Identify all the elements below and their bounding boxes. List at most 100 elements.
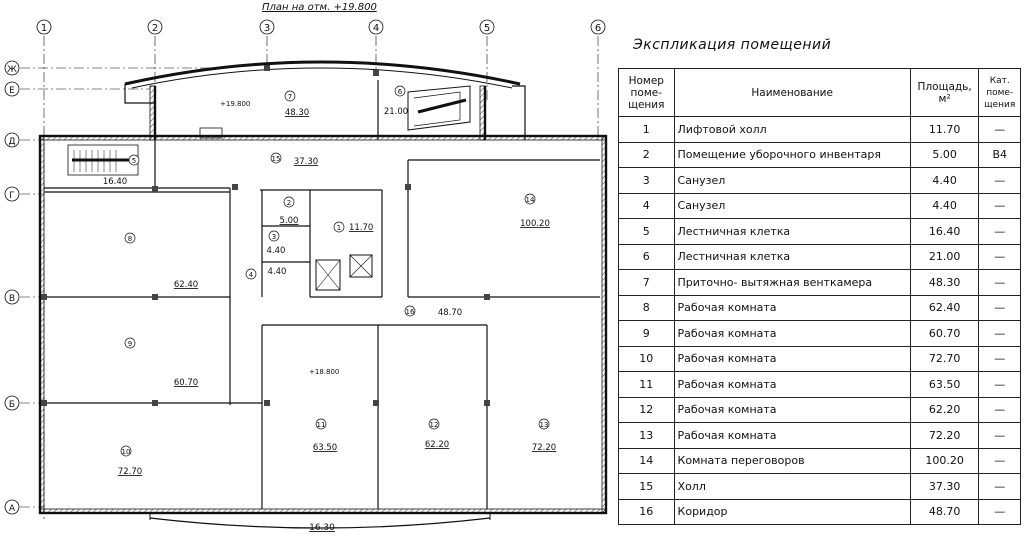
cell-area: 62.40 bbox=[909, 294, 980, 321]
axis-6: 6 bbox=[590, 19, 606, 35]
cell-cat: — bbox=[978, 320, 1021, 347]
svg-text:6: 6 bbox=[398, 88, 403, 96]
level-mark-lower: +18.800 bbox=[309, 368, 339, 376]
svg-text:100.20: 100.20 bbox=[520, 219, 550, 229]
svg-text:16.40: 16.40 bbox=[103, 177, 127, 187]
cell-num: 5 bbox=[618, 218, 675, 245]
svg-text:63.50: 63.50 bbox=[313, 443, 337, 453]
svg-text:2: 2 bbox=[152, 23, 158, 34]
cell-cat: — bbox=[978, 371, 1021, 398]
cell-num: 13 bbox=[618, 422, 675, 449]
header-category: Кат. поме- щения bbox=[978, 68, 1021, 117]
room-2-label: 25.00 bbox=[280, 196, 298, 226]
svg-text:1: 1 bbox=[337, 224, 341, 232]
main-outline bbox=[38, 134, 608, 529]
interior-walls bbox=[44, 140, 600, 509]
cell-name: Рабочая комната bbox=[673, 320, 911, 347]
svg-text:21.00: 21.00 bbox=[384, 107, 408, 117]
columns bbox=[41, 65, 490, 406]
cell-cat: В4 bbox=[978, 141, 1021, 168]
svg-text:10: 10 bbox=[122, 448, 131, 456]
cell-name: Санузел bbox=[673, 192, 911, 219]
cell-name: Холл bbox=[673, 473, 911, 500]
cell-name: Рабочая комната bbox=[673, 422, 911, 449]
cell-name: Рабочая комната bbox=[673, 371, 911, 398]
table-title: Экспликация помещений bbox=[633, 37, 832, 53]
room-9-label: 960.70 bbox=[124, 337, 198, 388]
cell-cat: — bbox=[978, 422, 1021, 449]
cell-area: 48.70 bbox=[909, 498, 980, 525]
cell-num: 10 bbox=[618, 345, 675, 372]
room-3-label: 34.40 bbox=[267, 230, 285, 256]
svg-text:2: 2 bbox=[287, 199, 291, 207]
cell-area: 16.40 bbox=[909, 218, 980, 245]
svg-text:В: В bbox=[9, 294, 15, 304]
header-name: Наименование bbox=[673, 68, 911, 117]
cell-cat: — bbox=[978, 345, 1021, 372]
cell-cat: — bbox=[978, 116, 1021, 143]
plan-title: План на отм. +19.800 bbox=[262, 2, 377, 13]
axis-5: 5 bbox=[479, 19, 495, 35]
axis-4: 4 bbox=[368, 19, 384, 35]
room-7-label: 748.30 bbox=[284, 90, 309, 118]
level-mark-upper: +19.800 bbox=[220, 100, 250, 108]
axis-e: Е bbox=[4, 81, 20, 97]
cell-cat: — bbox=[978, 192, 1021, 219]
cell-cat: — bbox=[978, 167, 1021, 194]
axis-zh: Ж bbox=[4, 60, 20, 76]
svg-text:48.70: 48.70 bbox=[438, 308, 462, 318]
floor-plan: План на отм. +19.800 1 2 3 4 5 6 Ж Е Д Г… bbox=[4, 2, 608, 533]
cell-num: 9 bbox=[618, 320, 675, 347]
svg-text:Ж: Ж bbox=[7, 65, 17, 75]
room-8-label: 862.40 bbox=[124, 232, 198, 290]
svg-text:А: А bbox=[9, 504, 16, 514]
svg-text:62.40: 62.40 bbox=[174, 280, 198, 290]
cell-cat: — bbox=[978, 294, 1021, 321]
svg-text:72.70: 72.70 bbox=[118, 467, 142, 477]
svg-text:7: 7 bbox=[288, 93, 292, 101]
room-10-label: 10 72.70 bbox=[118, 445, 142, 477]
cell-area: 72.70 bbox=[909, 345, 980, 372]
cell-name: Санузел bbox=[673, 167, 911, 194]
cell-area: 5.00 bbox=[909, 141, 980, 168]
room-5-label: 516.40 bbox=[103, 154, 140, 187]
cell-area: 21.00 bbox=[909, 243, 980, 270]
horizontal-axes bbox=[20, 67, 230, 508]
svg-text:72.20: 72.20 bbox=[532, 443, 556, 453]
axis-b: Б bbox=[4, 395, 20, 411]
svg-text:11.70: 11.70 bbox=[349, 223, 373, 233]
cell-name: Лестничная клетка bbox=[673, 218, 911, 245]
cell-area: 11.70 bbox=[909, 116, 980, 143]
cell-area: 60.70 bbox=[909, 320, 980, 347]
cell-area: 4.40 bbox=[909, 192, 980, 219]
svg-text:3: 3 bbox=[264, 23, 270, 34]
svg-text:5: 5 bbox=[484, 23, 490, 34]
cell-cat: — bbox=[978, 473, 1021, 500]
cell-area: 63.50 bbox=[909, 371, 980, 398]
cell-cat: — bbox=[978, 269, 1021, 296]
cell-area: 37.30 bbox=[909, 473, 980, 500]
cell-name: Комната переговоров bbox=[673, 447, 911, 474]
table-header-row: Номер поме- щения Наименование Площадь, … bbox=[618, 68, 1021, 117]
cell-name: Рабочая комната bbox=[673, 294, 911, 321]
svg-text:60.70: 60.70 bbox=[174, 378, 198, 388]
axis-1: 1 bbox=[36, 19, 52, 35]
